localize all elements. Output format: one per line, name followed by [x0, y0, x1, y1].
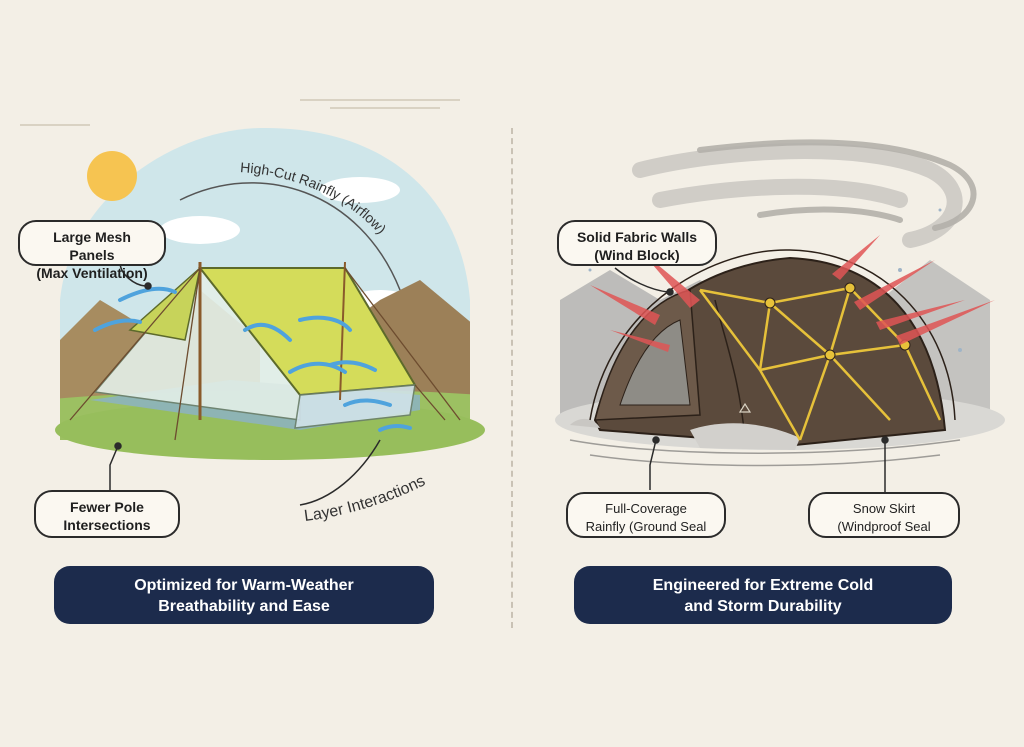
svg-text:High-Cut Rainfly (Airflow): High-Cut Rainfly (Airflow): [240, 160, 390, 237]
fabric-walls-callout: Solid Fabric Walls (Wind Block): [557, 220, 717, 266]
rainfly-airflow-label: High-Cut Rainfly (Airflow): [240, 160, 390, 237]
cold-weather-tent-illustration: [555, 139, 1005, 495]
warm-weather-tent-illustration: [20, 99, 485, 506]
pole-intersections-callout: Fewer Pole Intersections: [34, 490, 180, 538]
tent-logo-icon: [738, 402, 752, 413]
panel-divider: [511, 128, 513, 628]
snow-skirt-callout: Snow Skirt (Windproof Seal: [808, 492, 960, 538]
cold-weather-banner: Engineered for Extreme Cold and Storm Du…: [574, 566, 952, 624]
rainfly-ground-seal-callout: Full-Coverage Rainfly (Ground Seal: [566, 492, 726, 538]
warm-weather-banner: Optimized for Warm-Weather Breathability…: [54, 566, 434, 624]
mesh-panels-callout: Large Mesh Panels (Max Ventilation): [18, 220, 166, 281]
layer-interactions-label: Layer Interactions: [303, 473, 428, 525]
svg-text:Layer Interactions: Layer Interactions: [303, 473, 428, 525]
sun-icon: [87, 151, 137, 201]
